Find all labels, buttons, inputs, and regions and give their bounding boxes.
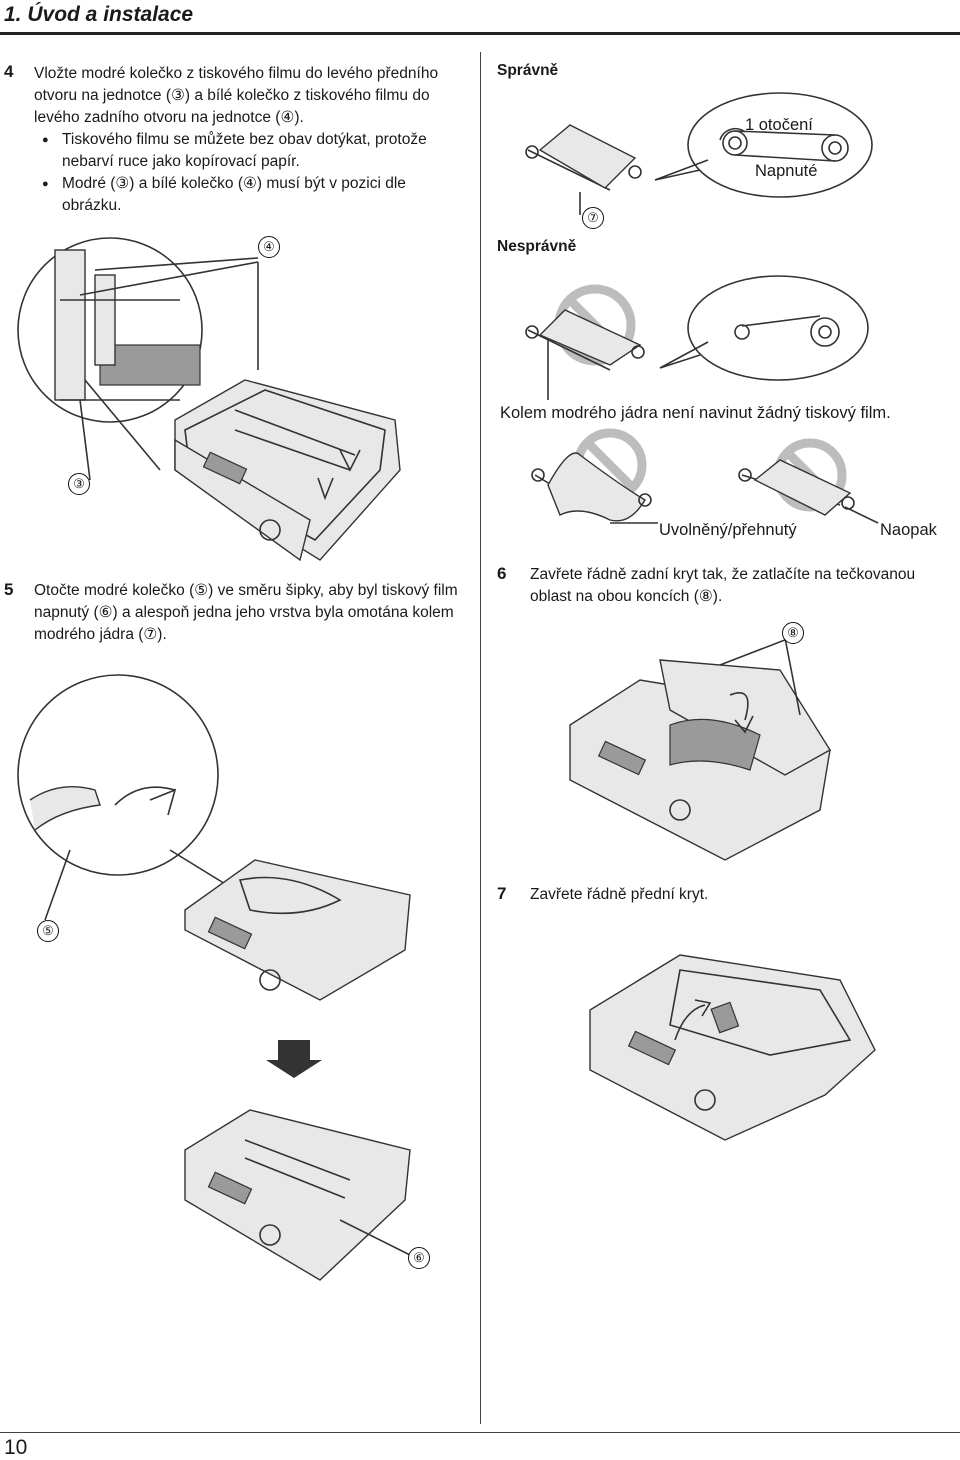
callout-7: ⑦: [582, 207, 604, 229]
step-5-illustration: [17, 674, 411, 1281]
callout-6: ⑥: [408, 1247, 430, 1269]
bullet-1-line-2: nebarví ruce jako kopírovací papír.: [62, 153, 300, 170]
section-title: 1. Úvod a instalace: [4, 3, 194, 26]
step-4-line-2: otvoru na jednotce (③) a bílé kolečko z …: [34, 87, 430, 104]
bullet-2-line-2: obrázku.: [62, 197, 122, 214]
step-6-line-1: Zavřete řádně zadní kryt tak, že zatlačí…: [530, 566, 916, 583]
footer-rule: [0, 1432, 960, 1433]
page-number: 10: [4, 1436, 28, 1459]
reverse-label: Naopak: [880, 521, 937, 539]
step-5-line-1: Otočte modré kolečko (⑤) ve směru šipky,…: [34, 582, 458, 599]
step-4-illustration: [17, 237, 401, 562]
loose-and-reverse-illustration: [531, 428, 879, 524]
header-rule: [0, 32, 960, 35]
step-5-line-2: napnutý (⑥) a alespoň jedna jeho vrstva …: [34, 604, 454, 621]
no-film-illustration: [525, 275, 869, 400]
step-5-number: 5: [4, 580, 14, 599]
column-divider: [480, 52, 481, 1424]
callout-3: ③: [68, 473, 90, 495]
bullet-1-line-1: Tiskového filmu se můžete bez obav dotýk…: [62, 131, 427, 148]
step-4-line-3: levého zadního otvoru na jednotce (④).: [34, 109, 304, 126]
loose-label: Uvolněný/přehnutý: [659, 521, 797, 539]
step-6-illustration: [569, 637, 831, 861]
step-7-number: 7: [497, 884, 507, 903]
step-6-line-2: oblast na obou koncích (⑧).: [530, 588, 723, 605]
step-4-bullet-1: Tiskového filmu se můžete bez obav dotýk…: [42, 129, 427, 173]
page-header: 1. Úvod a instalace: [0, 0, 960, 36]
step-4-number: 4: [4, 62, 14, 81]
incorrect-label: Nesprávně: [497, 238, 577, 255]
correct-label: Správně: [497, 62, 559, 79]
callout-4: ④: [258, 236, 280, 258]
step-7-text: Zavřete řádně přední kryt.: [530, 886, 709, 903]
no-film-caption: Kolem modrého jádra není navinut žádný t…: [500, 404, 891, 422]
one-turn-label: 1 otočení: [745, 116, 813, 134]
step-6-number: 6: [497, 564, 507, 583]
callout-8: ⑧: [782, 622, 804, 644]
correct-roll-illustration: [525, 92, 873, 215]
callout-5: ⑤: [37, 920, 59, 942]
bullet-2-line-1: Modré (③) a bílé kolečko (④) musí být v …: [62, 175, 406, 192]
step-4-bullet-2: Modré (③) a bílé kolečko (④) musí být v …: [42, 173, 406, 217]
step-7-illustration: [589, 954, 876, 1141]
step-5-line-3: modrého jádra (⑦).: [34, 626, 167, 643]
step-4-line-1: Vložte modré kolečko z tiskového filmu d…: [34, 65, 439, 82]
taut-label: Napnuté: [755, 162, 818, 180]
